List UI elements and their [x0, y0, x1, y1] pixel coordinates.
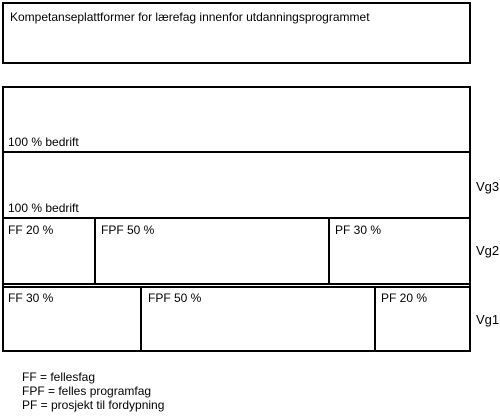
vg1-divider-2 — [374, 286, 376, 352]
title-box: Kompetanseplattformer for lærefag innenf… — [2, 2, 471, 64]
vg2-divider-1 — [94, 217, 96, 285]
legend-item-fpf: FPF = felles programfag — [22, 384, 152, 398]
vg1-pf-label: PF 20 % — [381, 291, 428, 305]
separator-bedrift — [2, 151, 471, 153]
diagram-frame — [2, 86, 471, 352]
vg2-divider-2 — [328, 217, 330, 285]
bedrift-label-top: 100 % bedrift — [8, 135, 79, 149]
legend-item-ff: FF = fellesfag — [22, 370, 96, 384]
vg2-pf-label: PF 30 % — [335, 223, 382, 237]
vg1-divider-1 — [140, 286, 142, 352]
legend: FF = fellesfag FPF = felles programfag P… — [22, 370, 164, 412]
vg1-fpf-label: FPF 50 % — [148, 291, 202, 305]
level-label-vg2: Vg2 — [476, 243, 500, 258]
level-label-vg3: Vg3 — [476, 179, 500, 194]
separator-vg2-vg1-b — [2, 286, 471, 288]
legend-item-pf: PF = prosjekt til fordypning — [22, 398, 165, 412]
vg2-fpf-label: FPF 50 % — [101, 223, 155, 237]
separator-vg2-vg1-a — [2, 283, 471, 285]
diagram-title: Kompetanseplattformer for lærefag innenf… — [10, 10, 370, 24]
vg1-ff-label: FF 30 % — [8, 291, 54, 305]
vg2-ff-label: FF 20 % — [8, 223, 54, 237]
level-label-vg1: Vg1 — [476, 312, 500, 327]
bedrift-label-vg3: 100 % bedrift — [8, 201, 79, 215]
separator-vg3-vg2 — [2, 217, 471, 219]
